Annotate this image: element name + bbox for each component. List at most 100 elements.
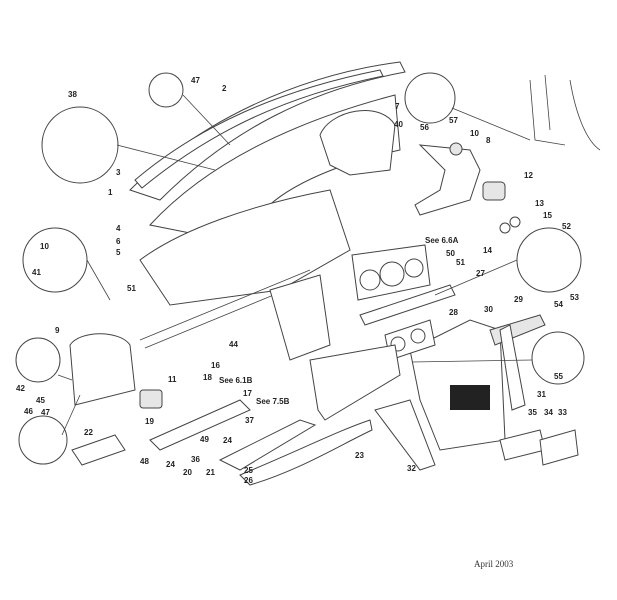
callout-label: 13 [535, 199, 544, 208]
callout-label-see-6-6a: See 6.6A [425, 236, 459, 245]
callout-label: 42 [16, 384, 25, 393]
callout-label: 51 [456, 258, 465, 267]
gauge [404, 258, 424, 278]
detail-circle-55 [531, 331, 585, 385]
console-side-panel [374, 399, 436, 471]
demister-strip [134, 69, 384, 189]
callout-label: 6 [116, 237, 121, 246]
binnacle-cowl [319, 110, 396, 176]
detail-circle-10 [22, 227, 88, 293]
callout-label: 18 [203, 373, 212, 382]
callout-label: 51 [127, 284, 136, 293]
callout-label: 23 [355, 451, 364, 460]
callout-label: 1 [108, 188, 113, 197]
callout-label: 38 [68, 90, 77, 99]
trim-33 [539, 429, 579, 466]
callout-label: 34 [544, 408, 553, 417]
glovebox-lid [239, 419, 373, 486]
callout-label: 56 [420, 123, 429, 132]
callout-label: 49 [200, 435, 209, 444]
dashboard-lower [139, 189, 351, 306]
trim-22 [71, 434, 126, 466]
callout-label: 11 [168, 375, 177, 384]
glovebox [309, 344, 401, 421]
callout-label: 40 [394, 120, 403, 129]
callout-label: 19 [145, 417, 154, 426]
vent-ring [509, 216, 521, 228]
detail-circle-42 [15, 337, 61, 383]
callout-label: 28 [449, 308, 458, 317]
callout-label: 16 [211, 361, 220, 370]
leader-lines [57, 94, 533, 436]
callout-label: 37 [245, 416, 254, 425]
detail-circle-52 [516, 227, 582, 293]
air-vent [449, 142, 463, 156]
callout-label: 46 [24, 407, 33, 416]
console-trim [499, 324, 526, 411]
callout-label: 47 [191, 76, 200, 85]
callout-label: 22 [84, 428, 93, 437]
callout-label: 3 [116, 168, 121, 177]
callout-label: 52 [562, 222, 571, 231]
detail-circle-46 [18, 415, 68, 465]
callout-label: 26 [244, 476, 253, 485]
detail-circle-47 [148, 72, 184, 108]
callout-label: 24 [166, 460, 175, 469]
callout-label: 10 [470, 129, 479, 138]
facia-panel-right [414, 144, 481, 216]
callout-label: 27 [476, 269, 485, 278]
detail-circle-56 [404, 72, 456, 124]
callout-label: 15 [543, 211, 552, 220]
callout-label: 47 [41, 408, 50, 417]
center-vent [489, 314, 546, 346]
body-a-pillar [529, 74, 601, 151]
callout-label: 45 [36, 396, 45, 405]
callout-label: 4 [116, 224, 121, 233]
date-footer: April 2003 [474, 559, 514, 569]
callout-label: 53 [570, 293, 579, 302]
callout-label: 48 [140, 457, 149, 466]
callout-label-see-7-5b: See 7.5B [256, 397, 290, 406]
callout-label: 25 [244, 466, 253, 475]
callout-label: 35 [528, 408, 537, 417]
callout-label: 33 [558, 408, 567, 417]
support-bracket [269, 274, 331, 361]
callout-label: 12 [524, 171, 533, 180]
detail-circle-38 [41, 106, 119, 184]
vent-ring [499, 222, 511, 234]
callout-label: 7 [395, 102, 400, 111]
callout-label: 30 [484, 305, 493, 314]
callout-label: 31 [537, 390, 546, 399]
callout-label: 57 [449, 116, 458, 125]
callout-label: 21 [206, 468, 215, 477]
callout-label: 55 [554, 372, 563, 381]
callout-label: 54 [554, 300, 563, 309]
callout-label: 29 [514, 295, 523, 304]
callout-label: 2 [222, 84, 227, 93]
module-35 [499, 429, 546, 461]
stereo-unit [450, 385, 490, 410]
callout-label: 14 [483, 246, 492, 255]
knee-bolster [218, 419, 317, 471]
callout-label: 24 [223, 436, 232, 445]
callout-label: 20 [183, 468, 192, 477]
bezel-ring [410, 328, 426, 344]
callout-label: 36 [191, 455, 200, 464]
side-vent [482, 181, 506, 201]
callout-label: 32 [407, 464, 416, 473]
callout-label: 10 [40, 242, 49, 251]
callout-label: 44 [229, 340, 238, 349]
callout-label: 17 [243, 389, 252, 398]
switch-panel [359, 284, 456, 326]
callout-label: 5 [116, 248, 121, 257]
gauge [359, 269, 381, 291]
steering-column-cowl [149, 399, 251, 451]
callout-label: 41 [32, 268, 41, 277]
gauge [379, 261, 405, 287]
lower-fascia-9 [69, 333, 136, 406]
vent-11 [139, 389, 163, 409]
callout-label: 9 [55, 326, 60, 335]
callout-label: 8 [486, 136, 491, 145]
